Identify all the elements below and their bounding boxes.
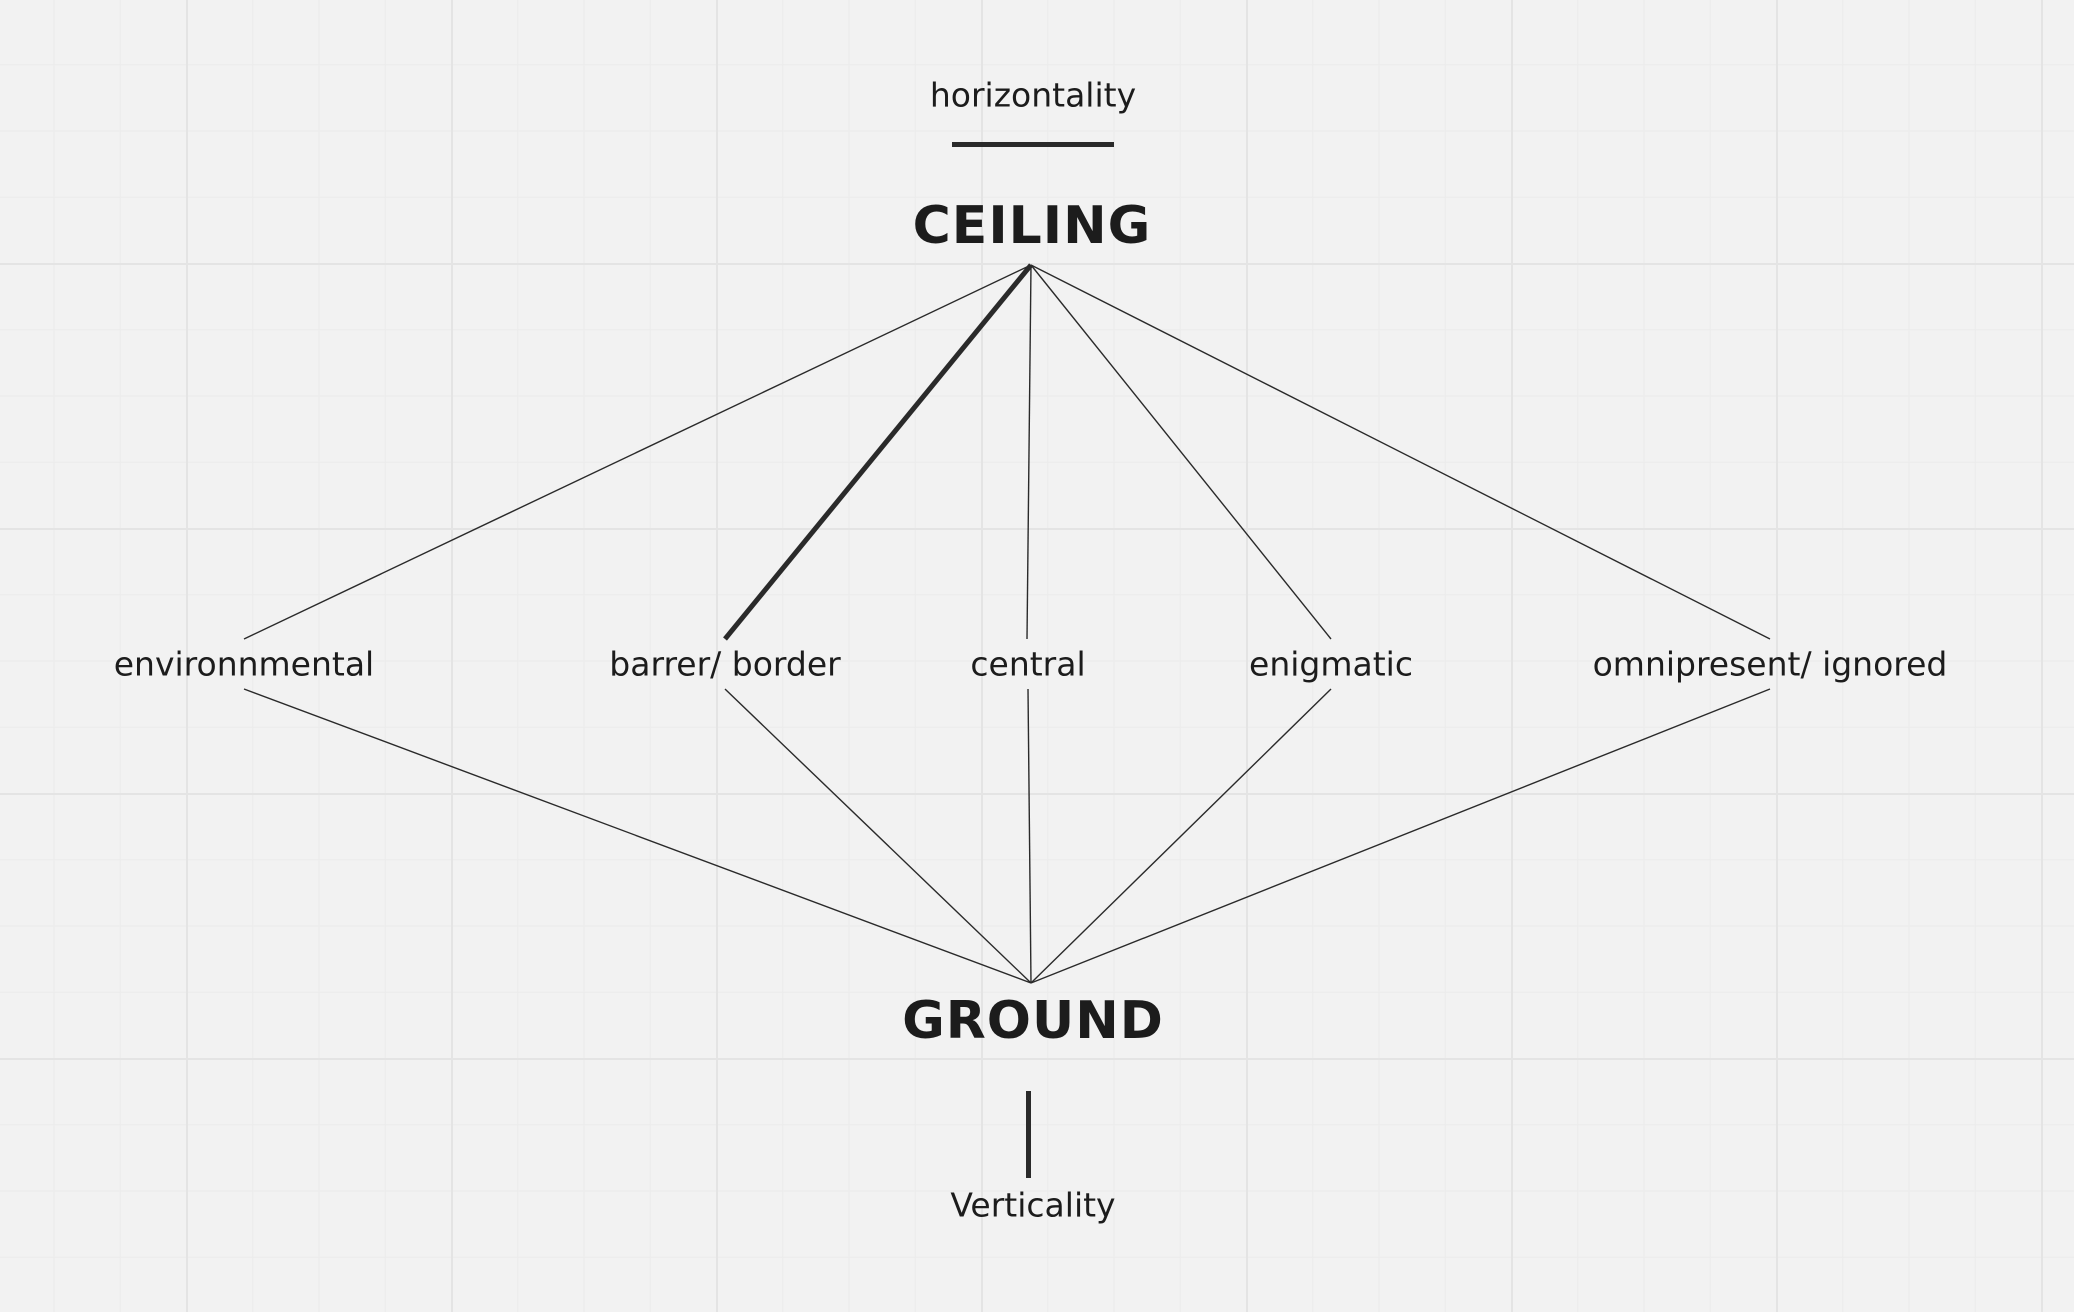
connector-central-ground [1027, 688, 1032, 984]
connector-ceiling-enigmatic [1030, 264, 1332, 640]
connector-ceiling-barrier [723, 263, 1033, 641]
connector-ceiling-central [1026, 264, 1032, 640]
connector-ceiling-environmental [243, 264, 1032, 640]
connector-omnipresent-ground [1030, 688, 1771, 984]
barrier-border-node[interactable]: barrer/ border [609, 644, 841, 684]
horizontal-bar [952, 142, 1114, 147]
omnipresent-ignored-node[interactable]: omnipresent/ ignored [1592, 644, 1948, 684]
connector-enigmatic-ground [1030, 688, 1332, 984]
ground-node[interactable]: GROUND [902, 991, 1164, 1051]
ceiling-node[interactable]: CEILING [912, 196, 1152, 256]
environmental-node[interactable]: environnmental [113, 644, 375, 684]
vertical-bar [1026, 1091, 1031, 1178]
enigmatic-node[interactable]: enigmatic [1249, 644, 1413, 684]
verticality-label: Verticality [950, 1185, 1116, 1225]
central-node[interactable]: central [970, 644, 1086, 684]
horizontality-label: horizontality [929, 75, 1137, 115]
connector-environmental-ground [243, 688, 1032, 984]
connector-barrier-ground [724, 688, 1032, 984]
connector-ceiling-omnipresent [1030, 264, 1771, 640]
